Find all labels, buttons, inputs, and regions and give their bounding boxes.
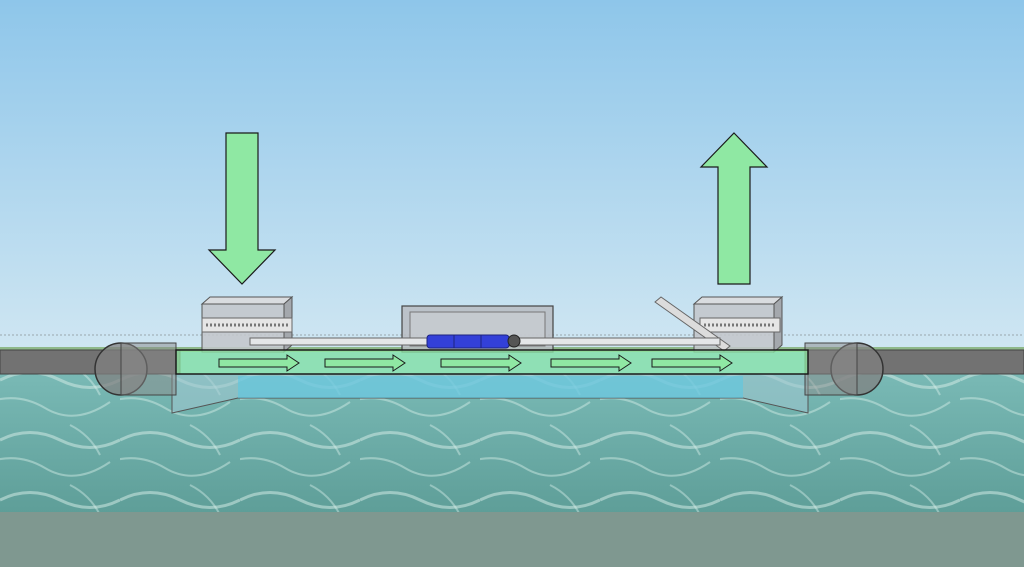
flow-arrow xyxy=(218,354,300,372)
outflow-arrow xyxy=(699,132,769,285)
inflow-arrow xyxy=(207,132,277,285)
flow-arrow xyxy=(550,354,632,372)
sky xyxy=(0,0,1024,350)
flow-arrow xyxy=(440,354,522,372)
float-left xyxy=(94,342,177,396)
flow-arrow xyxy=(651,354,733,372)
pump-motor xyxy=(426,334,521,349)
submerged-channel xyxy=(238,376,743,398)
flow-arrow xyxy=(324,354,406,372)
flow-arrows xyxy=(218,354,733,372)
float-right xyxy=(804,342,884,396)
pool-floor xyxy=(0,512,1024,567)
